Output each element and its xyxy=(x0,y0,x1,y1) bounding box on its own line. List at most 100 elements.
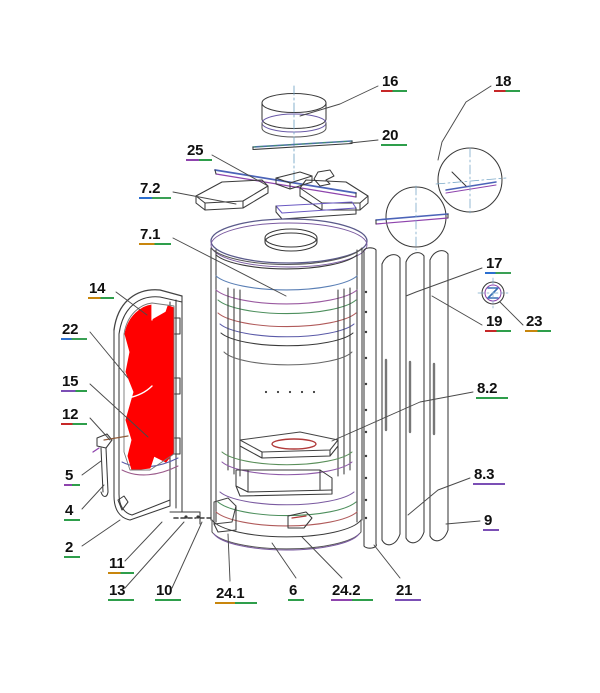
callout-number: 5 xyxy=(65,467,74,484)
part-8_3-side-panel xyxy=(405,252,425,544)
callout-6[interactable]: 6 xyxy=(288,583,304,601)
callout-23[interactable]: 23 xyxy=(525,314,551,332)
callout-underline xyxy=(139,243,171,245)
callout-number: 13 xyxy=(109,582,126,599)
leader-line-17 xyxy=(405,267,483,297)
callout-underline xyxy=(494,90,520,92)
callout-underline xyxy=(381,144,407,146)
part-7_1-body-top-ring xyxy=(210,218,368,268)
callout-20[interactable]: 20 xyxy=(381,128,407,146)
callout-number: 15 xyxy=(62,373,79,390)
callout-9[interactable]: 9 xyxy=(483,513,499,531)
leader-line-5 xyxy=(81,460,102,476)
callout-5[interactable]: 5 xyxy=(64,468,80,486)
callout-16[interactable]: 16 xyxy=(381,74,407,92)
callout-number: 4 xyxy=(65,502,74,519)
main-body-cylinder xyxy=(210,247,368,551)
callout-11[interactable]: 11 xyxy=(108,556,134,574)
callout-8-3[interactable]: 8.3 xyxy=(473,467,505,485)
callout-18[interactable]: 18 xyxy=(494,74,520,92)
callout-underline xyxy=(61,338,87,340)
leader-line-9 xyxy=(445,520,481,525)
callout-7-1[interactable]: 7.1 xyxy=(139,227,171,245)
callout-number: 16 xyxy=(382,73,399,90)
callout-number: 11 xyxy=(109,555,125,572)
callout-number: 18 xyxy=(495,73,512,90)
callout-underline xyxy=(331,599,373,601)
leader-line-18 xyxy=(437,85,492,161)
callout-underline xyxy=(483,529,499,531)
callout-10[interactable]: 10 xyxy=(155,583,181,601)
callout-underline xyxy=(288,599,304,601)
door-assembly xyxy=(92,289,215,525)
callout-14[interactable]: 14 xyxy=(88,281,114,299)
callout-8-2[interactable]: 8.2 xyxy=(476,381,508,399)
leader-line-7-1 xyxy=(172,237,287,297)
leader-line-15 xyxy=(89,383,149,438)
callout-number: 2 xyxy=(65,539,74,556)
leader-line-13 xyxy=(124,521,185,589)
leader-line-24-2 xyxy=(301,536,343,579)
callout-24-2[interactable]: 24.2 xyxy=(331,583,373,601)
callout-underline xyxy=(64,484,80,486)
callout-24-1[interactable]: 24.1 xyxy=(215,586,257,604)
callout-number: 8.2 xyxy=(477,380,498,397)
callout-number: 24.1 xyxy=(216,585,245,602)
callout-underline xyxy=(485,330,511,332)
leader-line-11 xyxy=(124,521,163,562)
callout-underline xyxy=(64,556,80,558)
part-7_2-top-panel xyxy=(195,169,369,220)
part-8_2-side-panel xyxy=(381,254,401,546)
leader-line-20 xyxy=(349,139,379,144)
leader-line-22 xyxy=(89,331,129,379)
callout-15[interactable]: 15 xyxy=(61,374,87,392)
callout-number: 7.1 xyxy=(140,226,161,243)
callout-number: 7.2 xyxy=(140,180,161,197)
callout-7-2[interactable]: 7.2 xyxy=(139,181,171,199)
callout-number: 19 xyxy=(486,313,503,330)
callout-2[interactable]: 2 xyxy=(64,540,80,558)
callout-17[interactable]: 17 xyxy=(485,256,511,274)
callout-underline xyxy=(155,599,181,601)
callout-underline xyxy=(485,272,511,274)
leader-line-16 xyxy=(299,85,379,117)
callout-number: 12 xyxy=(62,406,79,423)
callout-number: 21 xyxy=(396,582,413,599)
part-21-rear-column xyxy=(363,247,377,549)
callout-21[interactable]: 21 xyxy=(395,583,421,601)
callout-number: 25 xyxy=(187,142,204,159)
leader-line-2 xyxy=(81,519,121,547)
part-20-flat-plate xyxy=(252,140,353,151)
callout-number: 24.2 xyxy=(332,582,361,599)
callout-22[interactable]: 22 xyxy=(61,322,87,340)
callout-19[interactable]: 19 xyxy=(485,314,511,332)
callout-underline xyxy=(64,519,80,521)
callout-number: 9 xyxy=(484,512,493,529)
callout-number: 6 xyxy=(289,582,298,599)
callout-number: 8.3 xyxy=(474,466,495,483)
leader-line-10 xyxy=(171,521,203,589)
callout-4[interactable]: 4 xyxy=(64,503,80,521)
callout-underline xyxy=(395,599,421,601)
callout-12[interactable]: 12 xyxy=(61,407,87,425)
leader-line-6 xyxy=(271,542,297,579)
leader-line-14 xyxy=(115,291,148,316)
callout-13[interactable]: 13 xyxy=(108,583,134,601)
callout-number: 10 xyxy=(156,582,173,599)
callout-number: 22 xyxy=(62,321,79,338)
leader-line-12 xyxy=(89,417,111,441)
callout-underline xyxy=(186,159,212,161)
callout-underline xyxy=(476,397,508,399)
callout-underline xyxy=(61,423,87,425)
callout-underline xyxy=(108,572,134,574)
callout-underline xyxy=(381,90,407,92)
callout-25[interactable]: 25 xyxy=(186,143,212,161)
leader-line-8-3 xyxy=(407,477,471,516)
leader-line-19 xyxy=(431,295,483,326)
callout-underline xyxy=(61,390,87,392)
leader-line-23 xyxy=(499,301,524,326)
callout-underline xyxy=(473,483,505,485)
leader-line-4 xyxy=(81,484,105,510)
